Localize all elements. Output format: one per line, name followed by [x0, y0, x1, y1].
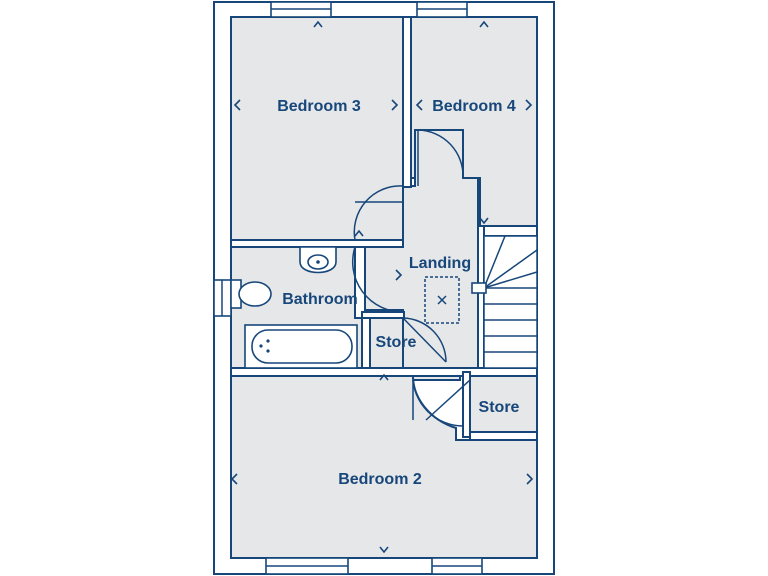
internal-walls — [230, 16, 538, 441]
loft-hatch-icon — [424, 276, 460, 324]
label-bedroom-3: Bedroom 3 — [277, 98, 361, 115]
label-bedroom-4: Bedroom 4 — [432, 98, 516, 115]
basin-icon — [299, 246, 337, 274]
dimension-arrow-icon — [230, 20, 534, 554]
room-store-1 — [369, 317, 404, 369]
bath-icon — [244, 324, 358, 369]
label-landing: Landing — [409, 255, 471, 272]
room-landing — [364, 129, 479, 381]
label-store-2: Store — [479, 399, 520, 416]
label-bedroom-2: Bedroom 2 — [338, 471, 422, 488]
door-swing-icon — [352, 129, 471, 427]
toilet-icon — [230, 279, 272, 309]
windows — [213, 1, 483, 575]
label-store-1: Store — [376, 334, 417, 351]
room-bedroom-3 — [230, 16, 404, 244]
label-bathroom: Bathroom — [282, 291, 358, 308]
stairs-icon — [471, 235, 538, 369]
